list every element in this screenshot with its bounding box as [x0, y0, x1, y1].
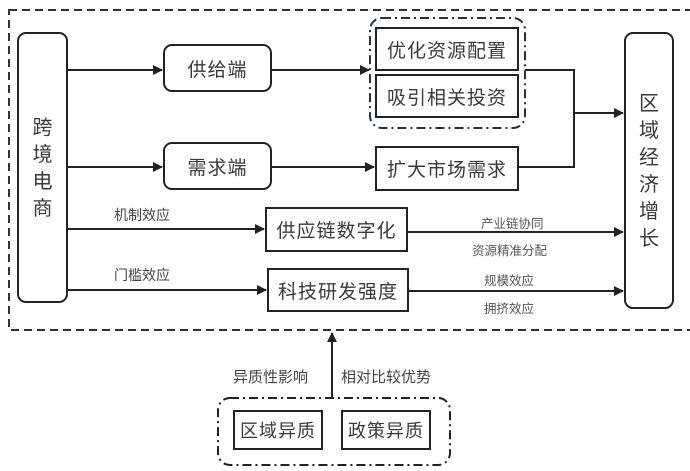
- node-char: 电: [32, 168, 53, 193]
- node-regional-heterogeneity: 区域异质: [233, 410, 323, 450]
- label-scale-effect: 规模效应: [484, 273, 535, 288]
- node-char: 域: [639, 117, 659, 142]
- node-char: 增: [639, 198, 659, 223]
- node-policy-heterogeneity: 政策异质: [341, 410, 431, 450]
- main-dashed-frame: [8, 9, 690, 331]
- node-char: 商: [32, 195, 53, 220]
- label-threshold-effect: 门槛效应: [114, 268, 170, 284]
- node-char: 境: [32, 141, 53, 166]
- edge-outcomes-merge: [518, 69, 575, 168]
- node-char: 经: [639, 144, 659, 169]
- label-precise-resource-allocation: 资源精准分配: [472, 243, 548, 258]
- node-supply-side: 供给端: [163, 44, 272, 92]
- label-relative-comparative-advantage: 相对比较优势: [341, 368, 432, 386]
- node-demand-side: 需求端: [163, 142, 272, 190]
- node-char: 区: [639, 90, 659, 115]
- node-char: 济: [639, 171, 659, 196]
- heterogeneity-group-frame: [217, 397, 451, 466]
- label-heterogeneous-impact: 异质性影响: [233, 368, 309, 386]
- node-supply-chain-digitalization: 供应链数字化: [265, 207, 408, 252]
- label-mechanism-effect: 机制效应: [114, 208, 170, 224]
- node-char: 长: [639, 225, 659, 250]
- label-industry-chain-synergy: 产业链协同: [481, 216, 544, 231]
- node-optimize-resource-allocation: 优化资源配置: [375, 27, 519, 71]
- node-regional-economic-growth: 区 域 经 济 增 长: [624, 32, 674, 309]
- node-char: 跨: [32, 114, 53, 139]
- node-attract-related-investment: 吸引相关投资: [375, 74, 519, 118]
- label-crowding-effect: 拥挤效应: [484, 301, 535, 316]
- node-expand-market-demand: 扩大市场需求: [375, 146, 519, 191]
- supply-outcomes-group-frame: [369, 17, 526, 129]
- node-cross-border-ecommerce: 跨 境 电 商: [17, 32, 68, 303]
- node-rd-intensity: 科技研发强度: [267, 268, 409, 312]
